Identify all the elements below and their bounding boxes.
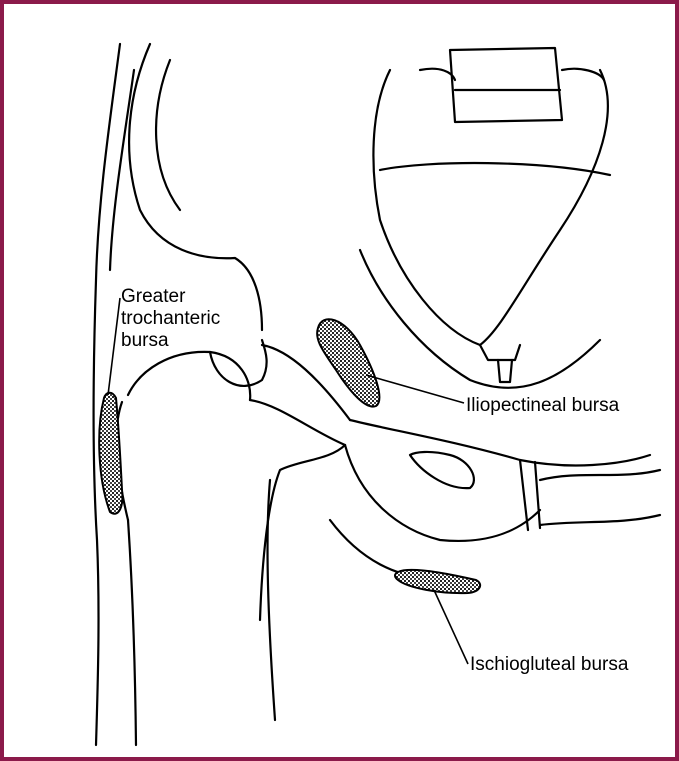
label-greater-line-1: Greater — [121, 286, 220, 308]
pubic-symphysis — [520, 460, 528, 530]
ischiogluteal-bursa — [395, 570, 480, 593]
ischial-ramus — [345, 445, 540, 541]
coccyx-tip — [498, 360, 512, 382]
femur-shaft-medial — [268, 480, 275, 720]
label-ischiogluteal-bursa: Ischiogluteal bursa — [470, 654, 628, 676]
coccyx — [480, 345, 520, 360]
vertebra-top — [450, 48, 562, 122]
contralateral-ramus — [540, 470, 660, 480]
femoral-head — [128, 352, 250, 400]
vertebra-process-left — [420, 69, 455, 80]
pelvic-brim — [360, 250, 600, 388]
label-iliopectineal-bursa: Iliopectineal bursa — [466, 395, 619, 417]
label-greater-line-3: bursa — [121, 330, 220, 352]
iliac-crest-inner — [156, 60, 180, 210]
ischial-tuberosity — [330, 520, 430, 576]
lesser-trochanter — [260, 445, 345, 620]
obturator-foramen — [410, 452, 474, 488]
sacrum-outline — [373, 70, 607, 345]
pubic-symphysis-2 — [535, 462, 540, 528]
leader-ischiogluteal — [434, 590, 468, 664]
label-greater-line-2: trochanteric — [121, 308, 220, 330]
leader-iliopectineal — [366, 375, 464, 403]
vertebra-process-right — [562, 69, 604, 80]
iliopectineal-bursa — [317, 319, 379, 406]
pubic-ramus — [350, 420, 650, 465]
femoral-neck-lower — [250, 400, 345, 445]
leader-greater-trochanteric — [108, 298, 120, 395]
femur-shaft-lateral — [128, 520, 136, 745]
contralateral-ramus-lower — [540, 515, 660, 525]
label-greater-trochanteric-bursa: Greater trochanteric bursa — [121, 286, 220, 352]
sacrum-base — [380, 163, 610, 175]
